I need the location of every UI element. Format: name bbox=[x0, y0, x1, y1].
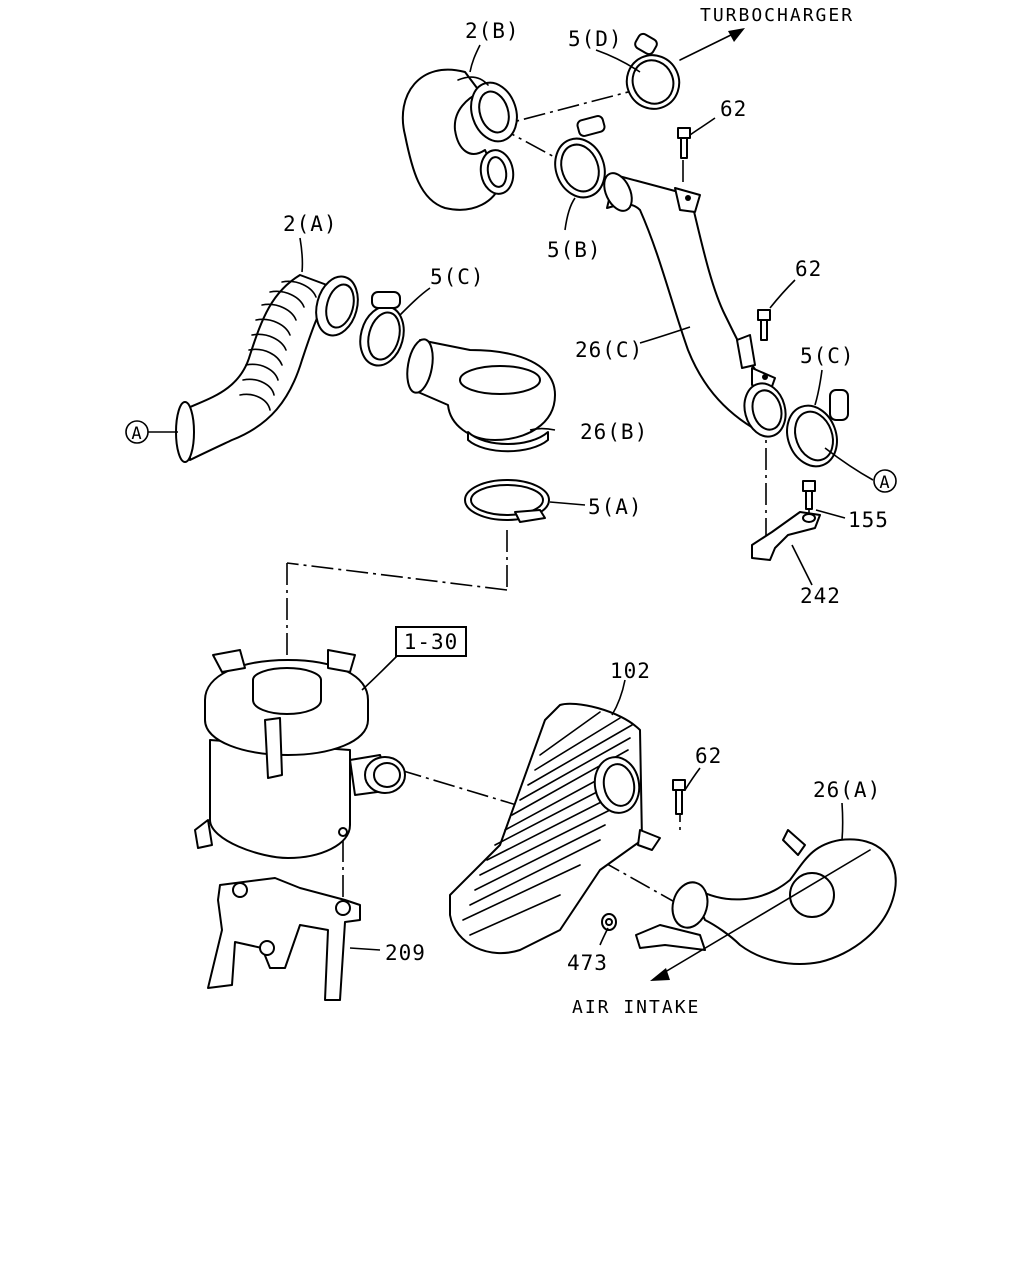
hose-2b bbox=[401, 68, 518, 211]
clamp-5b bbox=[554, 115, 606, 199]
label-part-5c-right: 5(C) bbox=[800, 344, 855, 368]
label-part-242: 242 bbox=[800, 584, 841, 608]
turbocharger-arrow bbox=[679, 28, 745, 61]
bolt-62-top bbox=[677, 127, 691, 159]
label-part-62-top: 62 bbox=[720, 97, 747, 121]
callout-labels: TURBOCHARGER AIR INTAKE 2(B) 5(D) 62 5(B… bbox=[125, 5, 897, 1018]
label-part-62-low: 62 bbox=[695, 744, 722, 768]
label-part-2a: 2(A) bbox=[283, 212, 338, 236]
clamp-5c-left bbox=[359, 291, 405, 367]
label-part-26c: 26(C) bbox=[575, 338, 643, 362]
leader-lines bbox=[148, 44, 874, 951]
air-intake-arrow bbox=[650, 849, 871, 981]
label-part-5b: 5(B) bbox=[547, 238, 602, 262]
bolt-155 bbox=[802, 480, 816, 510]
label-part-5c-left: 5(C) bbox=[430, 265, 485, 289]
hose-2a bbox=[175, 274, 359, 463]
label-part-102: 102 bbox=[610, 659, 651, 683]
bolt-62-low bbox=[672, 779, 686, 815]
label-part-5d: 5(D) bbox=[568, 27, 623, 51]
duct-102 bbox=[449, 702, 661, 955]
label-box-1-30 bbox=[395, 626, 467, 657]
ref-circle-a-right bbox=[873, 469, 897, 493]
clamp-5c-right bbox=[786, 389, 849, 468]
clamp-5d bbox=[625, 32, 681, 110]
label-part-2b: 2(B) bbox=[465, 19, 520, 43]
clamp-5a bbox=[464, 479, 550, 523]
label-air-intake: AIR INTAKE bbox=[572, 997, 700, 1018]
label-turbocharger: TURBOCHARGER bbox=[700, 5, 854, 26]
label-part-473: 473 bbox=[567, 951, 608, 975]
bolt-62-mid bbox=[757, 309, 771, 341]
pipe-26c bbox=[603, 172, 787, 438]
bracket-209 bbox=[207, 877, 361, 1001]
air-cleaner-1-30 bbox=[194, 649, 406, 859]
label-part-1-30: 1-30 bbox=[404, 630, 459, 654]
pipe-26b bbox=[406, 338, 556, 453]
label-part-62-mid: 62 bbox=[795, 257, 822, 281]
nut-473 bbox=[601, 913, 617, 931]
label-part-209: 209 bbox=[385, 941, 426, 965]
bracket-242 bbox=[751, 511, 821, 561]
label-part-26a: 26(A) bbox=[813, 778, 881, 802]
label-part-5a: 5(A) bbox=[588, 495, 643, 519]
label-ref-a-left: A bbox=[131, 424, 142, 444]
label-ref-a-right: A bbox=[879, 473, 890, 493]
pipe-26a bbox=[635, 829, 897, 965]
label-part-26b: 26(B) bbox=[580, 420, 648, 444]
label-part-155: 155 bbox=[848, 508, 889, 532]
ref-circle-a-left bbox=[125, 420, 149, 444]
